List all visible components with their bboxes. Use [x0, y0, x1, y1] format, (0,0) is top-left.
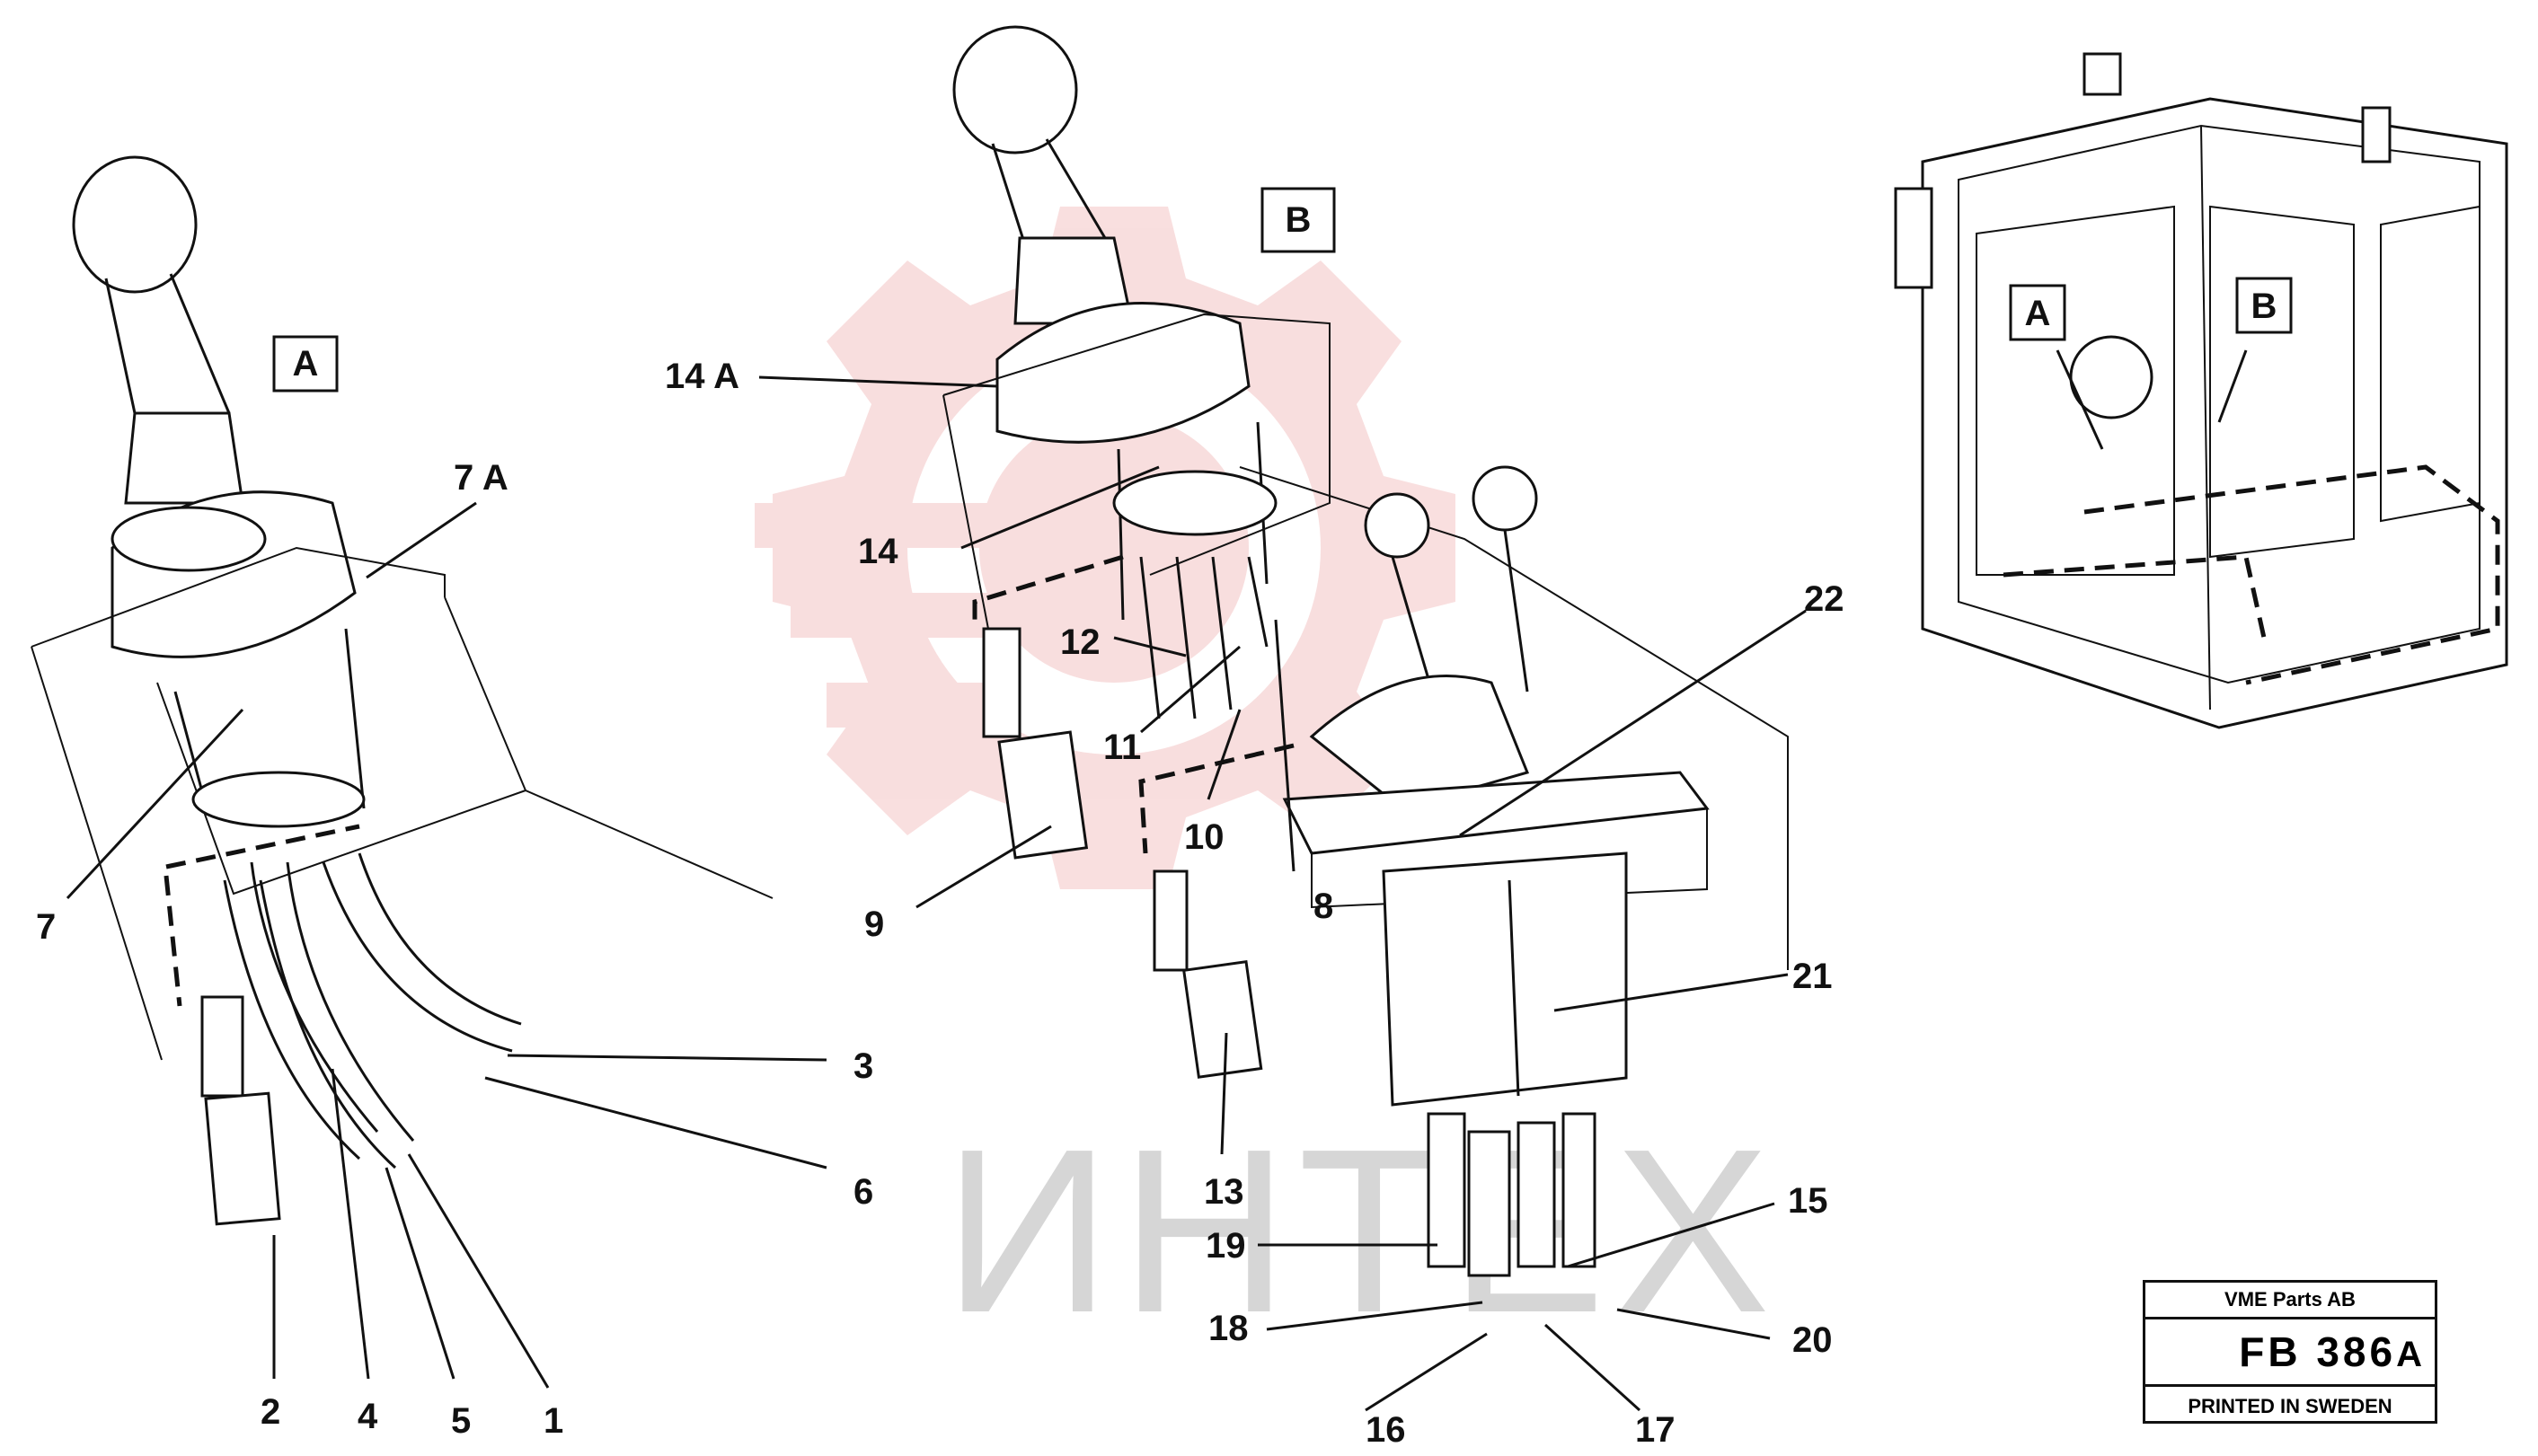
callout-7: 7 [36, 907, 56, 947]
callout-22: 22 [1804, 579, 1844, 619]
view-label-b: B [1286, 200, 1312, 240]
callout-5: 5 [451, 1401, 471, 1441]
view-box-a [272, 335, 339, 393]
callout-14: 14 [858, 532, 898, 571]
callout-17: 17 [1635, 1410, 1676, 1450]
callout-4: 4 [358, 1397, 378, 1436]
joystick-assembly-a [31, 155, 774, 1226]
callout-18: 18 [1208, 1309, 1249, 1348]
title-block-code-row: FB 386A [2145, 1319, 2435, 1387]
callout-16: 16 [1366, 1410, 1406, 1450]
watermark-logo [755, 207, 1455, 889]
overview-box-a [2009, 284, 2066, 341]
callout-2: 2 [261, 1392, 280, 1432]
callouts: 7 A 7 3 6 2 4 5 1 14 A 14 12 11 10 8 9 1… [36, 357, 1844, 1450]
callout-19: 19 [1206, 1226, 1246, 1266]
callout-1: 1 [544, 1401, 563, 1441]
callout-8: 8 [1313, 887, 1333, 926]
callout-13: 13 [1204, 1172, 1244, 1212]
callout-12: 12 [1060, 622, 1101, 662]
callout-11: 11 [1103, 728, 1141, 767]
callout-10: 10 [1184, 817, 1225, 857]
title-block-code: FB 386 [2239, 1328, 2397, 1375]
callout-14a: 14 A [665, 357, 739, 396]
watermark-text: ИНТЕХ [943, 1101, 1779, 1362]
overview-label-b: B [2251, 287, 2277, 326]
cab-overview [1894, 52, 2508, 729]
overview-box-b [2235, 277, 2293, 334]
callout-21: 21 [1792, 957, 1833, 996]
callout-7a: 7 A [454, 458, 508, 498]
callout-6: 6 [853, 1172, 873, 1212]
title-block-printed: PRINTED IN SWEDEN [2188, 1395, 2392, 1417]
callout-20: 20 [1792, 1320, 1833, 1360]
view-label-a: A [293, 344, 319, 384]
leader-lines [66, 375, 1807, 1412]
title-block-suffix: A [2396, 1335, 2422, 1374]
callout-3: 3 [853, 1046, 873, 1086]
callout-15: 15 [1788, 1181, 1828, 1221]
view-box-b [1260, 187, 1336, 253]
title-block-company: VME Parts AB [2145, 1283, 2435, 1319]
callout-9: 9 [864, 904, 884, 944]
overview-label-a: A [2025, 294, 2051, 333]
title-block: VME Parts AB FB 386A PRINTED IN SWEDEN [2143, 1280, 2437, 1424]
